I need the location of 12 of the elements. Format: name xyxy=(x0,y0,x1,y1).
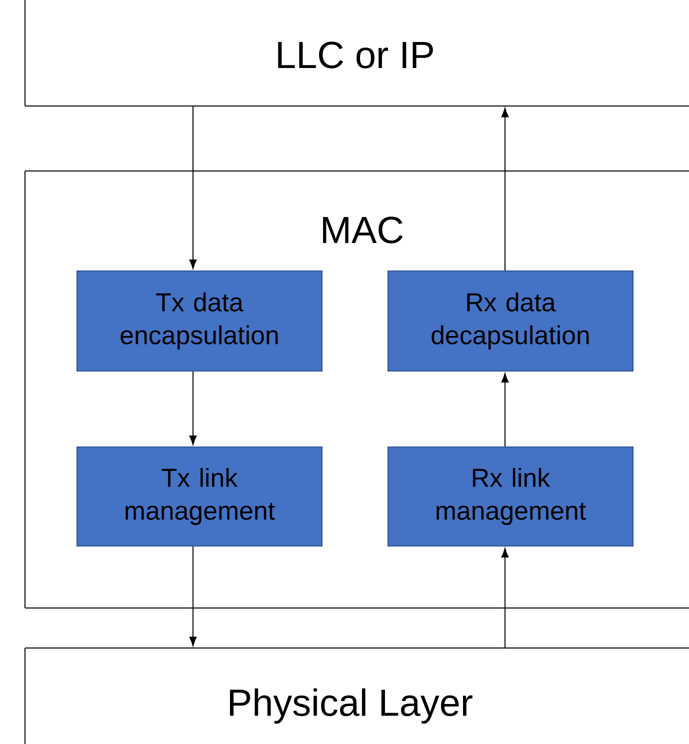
arrow xyxy=(189,371,197,445)
arrow xyxy=(501,548,509,648)
process-box: Rx data decapsulation xyxy=(388,270,634,372)
process-box: Rx link management xyxy=(388,446,634,546)
arrow xyxy=(501,373,509,447)
layer-box: LLC or IP xyxy=(24,0,689,106)
process-box: Tx data encapsulation xyxy=(76,270,322,372)
arrow xyxy=(501,108,509,271)
arrow xyxy=(189,106,197,269)
arrow xyxy=(189,546,197,646)
layer-box: Physical Layer xyxy=(24,648,689,744)
process-box: Tx link management xyxy=(76,446,322,546)
